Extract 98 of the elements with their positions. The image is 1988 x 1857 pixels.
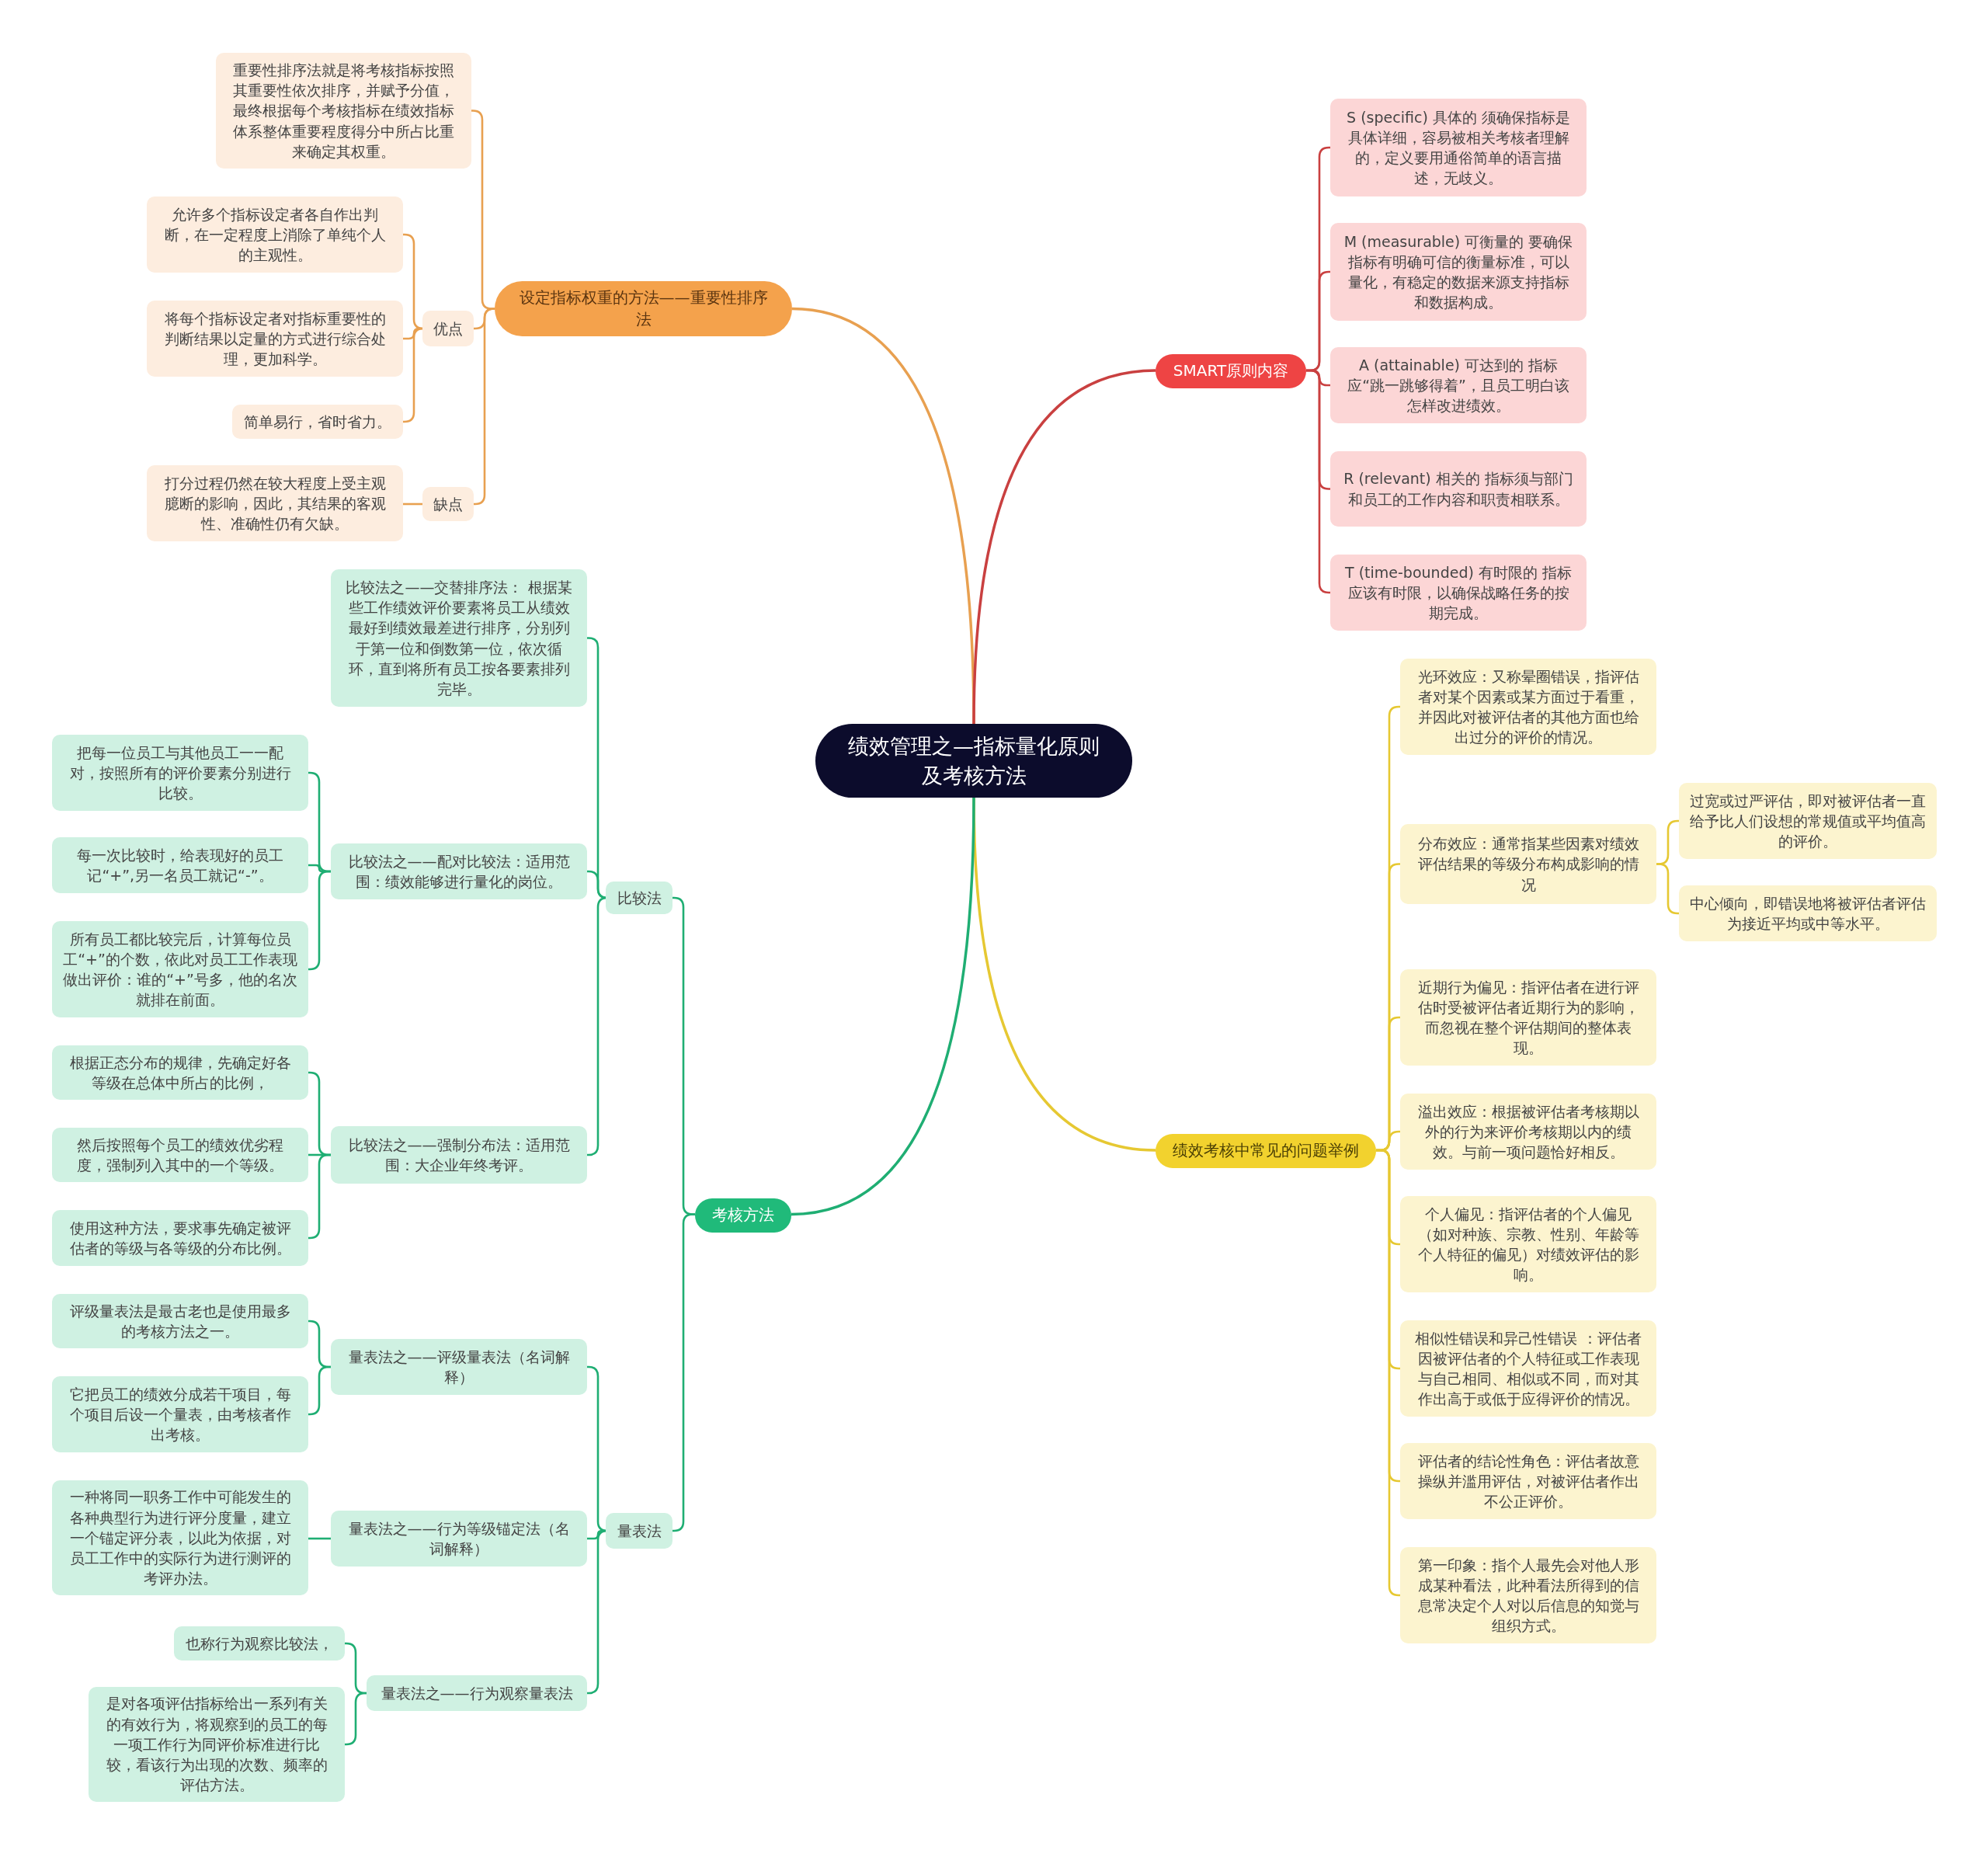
note-text: 缺点 [433, 494, 463, 514]
note-text: 根据正态分布的规律，先确定好各等级在总体中所占的比例， [68, 1052, 292, 1093]
note-box [1400, 824, 1656, 904]
note-text: 个人偏见：指评估者的个人偏见（如对种族、宗教、性别、年龄等个人特征的偏见）对绩效评估的影响。 [1416, 1204, 1640, 1285]
note-text: R (relevant) 相关的 指标须与部门和员工的工作内容和职责相联系。 [1343, 469, 1574, 509]
note-text: A (attainable) 可达到的 指标应“跳一跳够得着”，且员工明白该怎样改进绩效。 [1347, 355, 1570, 416]
note-box [331, 843, 587, 899]
branch-topic [1156, 354, 1306, 388]
note-box [331, 1511, 587, 1567]
note-text: 近期行为偏见：指评估者在进行评估时受被评估者近期行为的影响，而忽视在整个评估期间的整体表现。 [1416, 977, 1640, 1059]
note-box [1330, 451, 1587, 527]
note-text: 评估者的结论性角色：评估者故意操纵并滥用评估，对被评估者作出不公正评价。 [1416, 1451, 1640, 1512]
note-box [606, 1513, 673, 1549]
note-box [331, 569, 587, 707]
branch-topic [1156, 1134, 1376, 1168]
note-text: 重要性排序法就是将考核指标按照其重要性依次排序，并赋予分值，最终根据每个考核指标在绩效指标体系整体重要程度得分中所占比重来确定其权重。 [232, 60, 455, 162]
note-text: 比较法之——交替排序法： 根据某些工作绩效评价要素将员工从绩效最好到绩效最差进行排序，分别列于第一位和倒数第一位，依次循环，直到将所有员工按各要素排列完毕。 [345, 577, 573, 699]
note-box [1400, 659, 1656, 755]
note-text: 比较法 [617, 888, 662, 908]
note-text: S (specific) 具体的 须确保指标是具体详细，容易被相关考核者理解的，定义要用通俗简单的语言描述，无歧义。 [1346, 107, 1571, 189]
connector-line [308, 1365, 331, 1416]
note-box [216, 53, 471, 169]
note-text: 相似性错误和异己性错误 ：评估者因被评估者的个人特征或工作表现与自己相同、相似或不同，而对其作出高于或低于应得评价的情况。 [1414, 1328, 1642, 1410]
note-text: 所有员工都比较完后，计算每位员工“+”的个数，依此对员工工作表现做出评价：谁的“+”号多，他的名次就排在前面。 [63, 929, 297, 1010]
note-text: 量表法之——行为观察量表法 [381, 1683, 573, 1703]
connector-line [791, 797, 975, 1216]
note-box [1330, 99, 1587, 196]
note-box [1330, 555, 1587, 631]
note-box [52, 735, 308, 811]
note-box [147, 465, 403, 541]
note-text: 允许多个指标设定者各自作出判断，在一定程度上消除了单纯个人的主观性。 [163, 204, 387, 266]
connector-line [1656, 863, 1679, 915]
note-text: 量表法 [617, 1521, 662, 1541]
note-box [606, 882, 673, 914]
note-box [422, 487, 474, 521]
note-box [367, 1675, 587, 1711]
note-text: 然后按照每个员工的绩效优劣程度，强制列入其中的一个等级。 [76, 1135, 284, 1175]
connector-line [308, 1537, 331, 1540]
note-text: 分布效应：通常指某些因素对绩效评估结果的等级分布构成影响的情况 [1416, 834, 1640, 895]
note-text: 使用这种方法，要求事先确定被评估者的等级与各等级的分布比例。 [68, 1218, 292, 1258]
note-box [331, 1339, 587, 1395]
note-box [147, 301, 403, 377]
note-text: 溢出效应：根据被评估者考核期以外的行为来评价考核期以内的绩效。与前一项问题恰好相反。 [1416, 1101, 1640, 1163]
note-box [1679, 783, 1937, 859]
note-box [52, 1210, 308, 1266]
note-text: 比较法之——强制分布法：适用范围：大企业年终考评。 [347, 1135, 571, 1175]
topic-text: 设定指标权重的方法——重要性排序法 [518, 287, 769, 330]
note-box [52, 1045, 308, 1100]
note-text: M (measurable) 可衡量的 要确保指标有明确可信的衡量标准，可以量化，有稳定的数据来源支持指标和数据构成。 [1343, 231, 1574, 313]
connector-line [1376, 1149, 1401, 1597]
note-box [1400, 1094, 1656, 1170]
topic-text: 考核方法 [712, 1205, 774, 1226]
note-box [89, 1687, 345, 1802]
note-box [1400, 1547, 1656, 1643]
note-box [232, 405, 403, 439]
note-box [1400, 1443, 1656, 1519]
connector-line [972, 369, 1156, 725]
note-text: 一种将同一职务工作中可能发生的各种典型行为进行评分度量，建立一个锚定评分表，以此为依据，对员工工作中的实际行为进行测评的考评办法。 [68, 1487, 292, 1589]
note-box [52, 1480, 308, 1595]
topic-text: 绩效考核中常见的问题举例 [1173, 1140, 1359, 1161]
note-text: 把每一位员工与其他员工一一配对，按照所有的评价要素分别进行比较。 [68, 742, 292, 804]
note-text: 比较法之——配对比较法：适用范围：绩效能够进行量化的岗位。 [347, 851, 571, 892]
note-text: 量表法之——行为等级锚定法（名词解释） [347, 1518, 571, 1559]
note-text: 过宽或过严评估，即对被评估者一直给予比人们设想的常规值或平均值高的评价。 [1690, 791, 1926, 852]
note-text: 每一次比较时，给表现好的员工记“+”,另一名员工就记“-”。 [76, 845, 284, 885]
note-text: 它把员工的绩效分成若干项目，每个项目后设一个量表，由考核者作出考核。 [68, 1384, 292, 1445]
note-text: 是对各项评估指标给出一系列有关的有效行为，将观察到的员工的每一项工作行为同评价标准进行比较，看该行为出现的次数、频率的评估方法。 [105, 1694, 328, 1796]
note-box [1400, 1320, 1656, 1417]
note-box [331, 1126, 587, 1184]
note-box [1679, 885, 1937, 941]
note-text: 光环效应：又称晕圈错误，指评估者对某个因素或某方面过于看重，并因此对被评估者的其他方面也给出过分的评价的情况。 [1416, 666, 1640, 748]
note-box [52, 837, 308, 893]
note-text: 打分过程仍然在较大程度上受主观臆断的影响，因此，其结果的客观性、准确性仍有欠缺。 [163, 473, 387, 534]
note-text: T (time-bounded) 有时限的 指标应该有时限，以确保战略任务的按期完成。 [1344, 562, 1573, 624]
note-text: 简单易行，省时省力。 [244, 412, 391, 432]
connector-line [345, 1692, 367, 1746]
note-text: 中心倾向，即错误地将被评估者评估为接近平均或中等水平。 [1690, 893, 1926, 934]
note-text: 也称行为观察比较法， [186, 1633, 333, 1654]
connector-line [403, 503, 422, 506]
note-box [52, 1294, 308, 1348]
note-box [52, 921, 308, 1017]
note-box [147, 196, 403, 273]
note-box [1330, 223, 1587, 321]
note-text: 优点 [433, 318, 463, 339]
note-text: 将每个指标设定者对指标重要性的判断结果以定量的方式进行综合处理，更加科学。 [163, 308, 387, 370]
note-box [1400, 969, 1656, 1066]
note-box [1330, 347, 1587, 423]
branch-topic [695, 1198, 791, 1233]
note-box [52, 1128, 308, 1182]
note-text: 第一印象：指个人最先会对他人形成某种看法，此种看法所得到的信息常决定个人对以后信息的知觉与组织方式。 [1416, 1555, 1640, 1636]
note-box [174, 1626, 345, 1661]
note-box [52, 1376, 308, 1452]
topic-text: 绩效管理之—指标量化原则及考核方法 [847, 733, 1100, 789]
topic-text: SMART原则内容 [1173, 360, 1289, 381]
note-text: 量表法之——评级量表法（名词解释） [347, 1347, 571, 1387]
note-box [422, 311, 474, 346]
note-text: 评级量表法是最古老也是使用最多的考核方法之一。 [68, 1301, 292, 1341]
note-box [1400, 1196, 1656, 1292]
